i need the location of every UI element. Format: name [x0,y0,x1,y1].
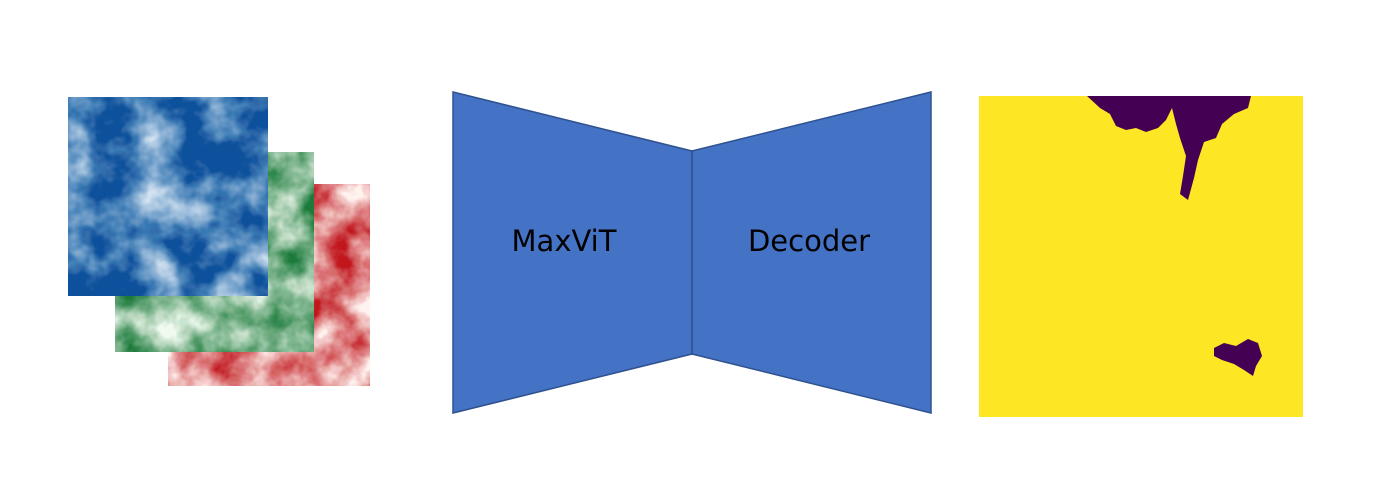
output-mask [979,96,1303,417]
input-channel-blue [68,97,268,296]
mask-region-top [1087,96,1251,200]
decoder-label: Decoder [748,224,870,258]
mask-region-small [1214,339,1262,376]
decoder-block: Decoder [691,91,932,414]
input-channel-stack [68,97,370,386]
encoder-block: MaxViT [452,91,693,414]
encoder-label: MaxViT [512,224,617,258]
